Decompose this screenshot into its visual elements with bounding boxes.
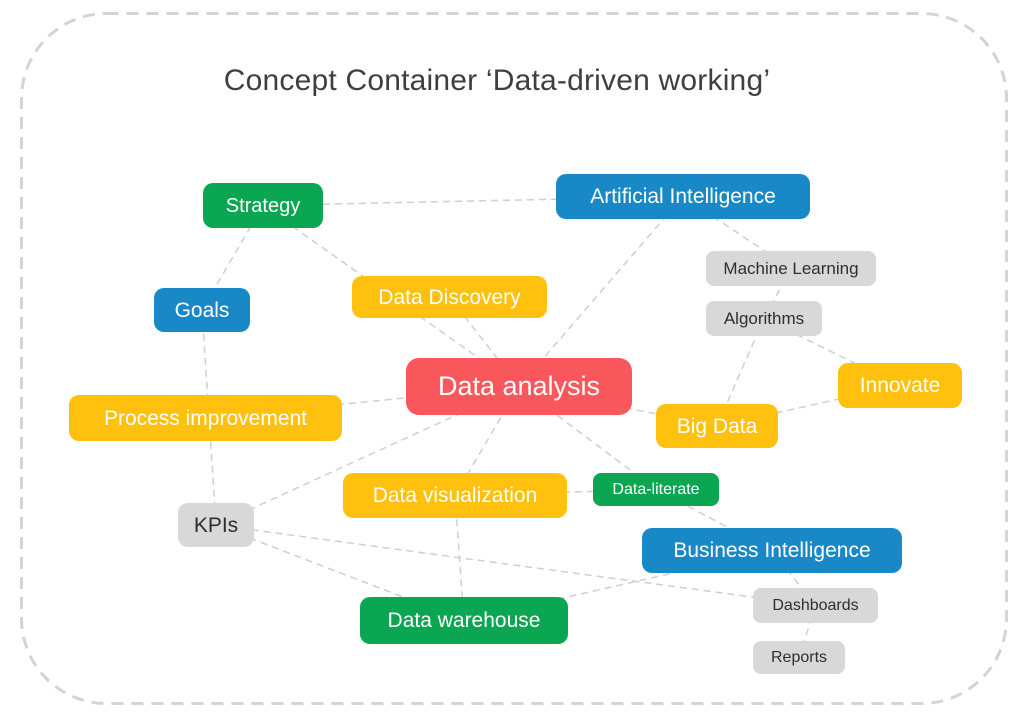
- diagram-title: Concept Container ‘Data-driven working’: [223, 64, 771, 97]
- node-data-analysis: Data analysis: [406, 358, 632, 415]
- node-big-data: Big Data: [656, 404, 778, 448]
- edge-kpis--dashboards: [215, 524, 816, 607]
- node-business-intelligence: Business Intelligence: [642, 528, 902, 573]
- edge-artificial-intelligence--data-analysis: [518, 196, 684, 387]
- node-data-literate: Data-literate: [593, 473, 719, 506]
- edge-machine-learning--algorithms: [763, 268, 792, 319]
- edge-data-visualization--data-warehouse: [454, 495, 465, 621]
- node-artificial-intelligence: Artificial Intelligence: [556, 174, 810, 219]
- node-data-discovery: Data Discovery: [352, 276, 547, 318]
- edge-data-analysis--data-visualization: [454, 386, 520, 496]
- edge-dashboards--reports: [798, 605, 817, 658]
- node-innovate: Innovate: [838, 363, 962, 408]
- node-data-warehouse: Data warehouse: [360, 597, 568, 644]
- node-goals: Goals: [154, 288, 250, 332]
- node-machine-learning: Machine Learning: [706, 251, 876, 286]
- node-process-improvement: Process improvement: [69, 395, 342, 441]
- node-data-visualization: Data visualization: [343, 473, 567, 518]
- node-kpis: KPIs: [178, 503, 254, 547]
- dashed-container-border: [20, 12, 1008, 705]
- node-dashboards: Dashboards: [753, 588, 878, 623]
- node-algorithms: Algorithms: [706, 301, 822, 336]
- node-reports: Reports: [753, 641, 845, 674]
- node-strategy: Strategy: [203, 183, 323, 228]
